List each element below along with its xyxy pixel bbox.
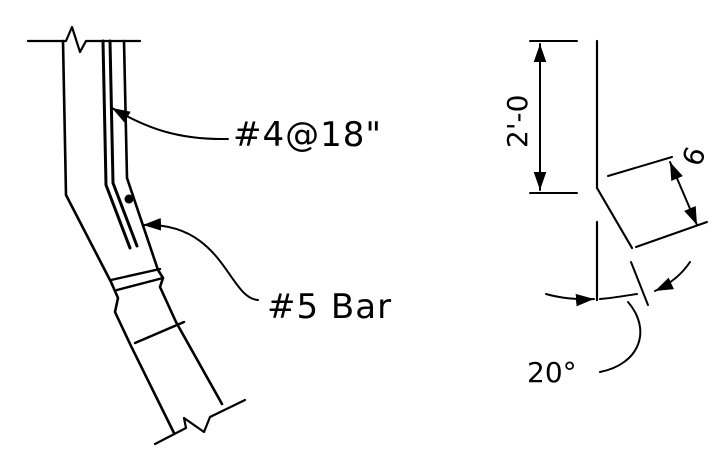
angle-tick [630,261,649,306]
vertical-dimension-label: 2'-0 [501,95,534,148]
joint-line-lower [115,276,165,292]
offset-extension-top [607,156,673,177]
angle-leader [599,301,642,373]
bottom-rebar-label: #5 Bar [267,287,392,327]
lower-segment-crossbar [133,320,186,345]
wall-outline-right [122,39,224,406]
dimension-detail: 2'-0 6 20° [501,39,713,389]
leader-top-rebar [111,107,229,141]
angle-arc-right [654,261,691,292]
offset-dimension-label: 6 [676,142,713,170]
wall-outline-left [61,39,176,435]
offset-extension-bottom [635,221,708,248]
rebar-dot [124,194,134,204]
joint-line-upper [109,267,162,282]
wall-section-detail: #4@18" #5 Bar [26,25,392,446]
inclined-reference-line [595,186,634,250]
offset-dimension-line [669,161,698,226]
top-break-line [26,25,142,54]
bent-rebar-line-2 [108,39,139,248]
leader-bottom-rebar [142,218,259,301]
angle-label: 20° [527,356,577,389]
bent-rebar-line-1 [101,39,132,250]
bottom-break-line [153,398,247,446]
angle-arc-left [545,293,595,307]
top-rebar-label: #4@18" [233,115,382,155]
angle-arc-middle [599,293,638,300]
